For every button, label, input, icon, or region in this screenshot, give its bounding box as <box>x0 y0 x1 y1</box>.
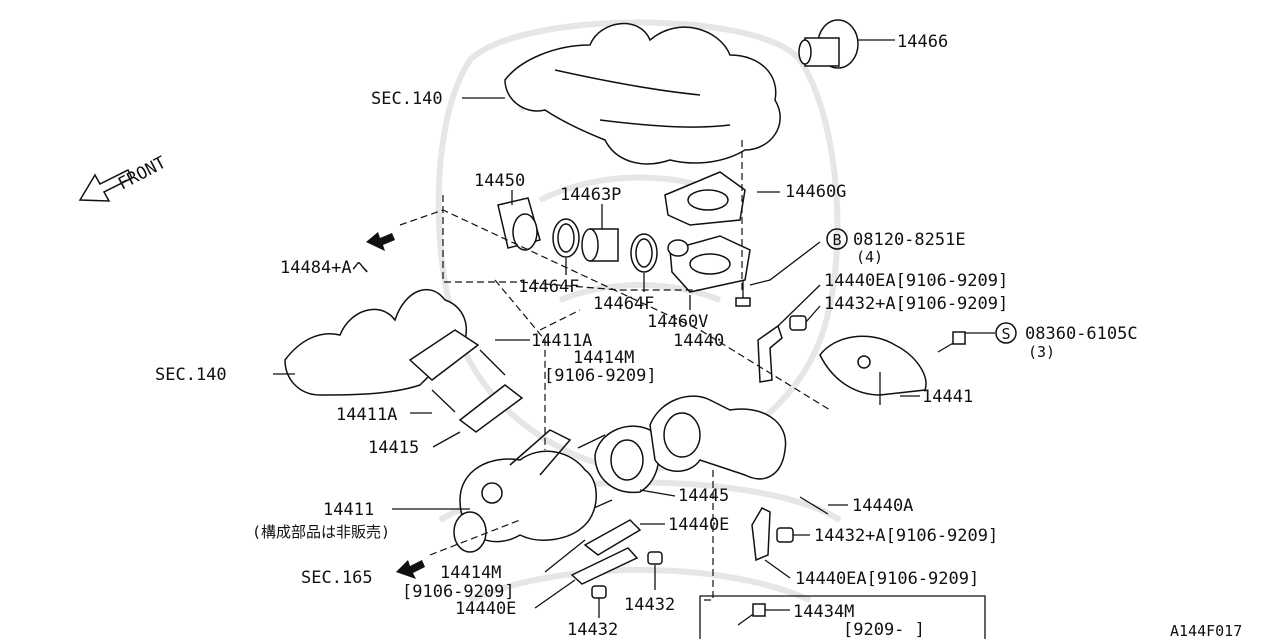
callout-14460V[interactable]: 14460V <box>647 312 708 332</box>
callout-14460G[interactable]: 14460G <box>785 182 846 202</box>
part-14440EA-bracket-bottom[interactable] <box>751 507 771 562</box>
part-14432A-nut-bottom[interactable] <box>776 527 794 543</box>
callout-08360-6105C-qty: (3) <box>1028 343 1055 361</box>
part-14414M-stud-top[interactable] <box>577 434 606 449</box>
arrow-to-14484A-icon <box>366 232 395 251</box>
part-14464F-clamp-left[interactable] <box>552 218 580 258</box>
callout-08360-6105C[interactable]: 08360-6105C <box>1025 324 1138 344</box>
part-14463P-tube[interactable] <box>581 228 619 262</box>
callout-14484A[interactable]: 14484+Aへ <box>280 258 369 278</box>
callout-sec140-top[interactable]: SEC.140 <box>371 89 443 109</box>
callout-14440A[interactable]: 14440A <box>852 496 913 516</box>
part-14415-gasket[interactable] <box>458 384 524 433</box>
callout-14414M-bottom-range: [9106-9209] <box>402 582 515 602</box>
callout-08120-8251E-qty: (4) <box>856 248 883 266</box>
callout-14464F-right[interactable]: 14464F <box>593 294 654 314</box>
callout-sec165[interactable]: SEC.165 <box>301 568 373 588</box>
part-14464F-clamp-right[interactable] <box>630 233 658 273</box>
front-arrow-icon <box>78 168 134 202</box>
callout-08120-8251E[interactable]: 08120-8251E <box>853 230 966 250</box>
callout-14440EA-top[interactable]: 14440EA[9106-9209] <box>824 271 1008 291</box>
callout-14434M-range: [9209- ] <box>843 620 925 639</box>
callout-14411-note: (構成部品は非販売) <box>252 523 390 541</box>
assembly-dashed-lines <box>399 140 831 601</box>
callout-14440EA-bottom[interactable]: 14440EA[9106-9209] <box>795 569 979 589</box>
part-14440E-bracket-bottom[interactable] <box>570 547 639 585</box>
callout-14463P[interactable]: 14463P <box>560 185 621 205</box>
screw-08360-6105C[interactable] <box>937 331 966 353</box>
callout-14450[interactable]: 14450 <box>474 171 525 191</box>
part-14440E-bracket-right[interactable] <box>583 519 642 556</box>
callout-14440[interactable]: 14440 <box>673 331 724 351</box>
callout-14414M-top-range: [9106-9209] <box>544 366 657 386</box>
bolt-08120-8251E[interactable] <box>735 280 751 307</box>
callout-14414M-bottom[interactable]: 14414M <box>440 563 501 583</box>
callout-14432A-top[interactable]: 14432+A[9106-9209] <box>824 294 1008 314</box>
exhaust-manifold-left[interactable] <box>284 289 480 396</box>
part-14460V-flange[interactable] <box>667 235 751 293</box>
callout-14432A-bottom[interactable]: 14432+A[9106-9209] <box>814 526 998 546</box>
part-14440A-stud[interactable] <box>799 496 829 515</box>
front-label: FRONT <box>115 153 170 195</box>
callout-14466[interactable]: 14466 <box>897 32 948 52</box>
callout-14432-bottom[interactable]: 14432 <box>567 620 618 640</box>
callout-14464F-left[interactable]: 14464F <box>518 277 579 297</box>
screw-s-circle-icon <box>995 322 1017 344</box>
part-14432-nut-right[interactable] <box>647 551 663 565</box>
part-14411A-stud-top[interactable] <box>479 349 506 376</box>
callout-14432-right[interactable]: 14432 <box>624 595 675 615</box>
callout-14411A-top[interactable]: 14411A <box>531 331 592 351</box>
callout-sec140-left[interactable]: SEC.140 <box>155 365 227 385</box>
part-14411-turbocharger[interactable] <box>453 429 597 553</box>
callout-14440E-right[interactable]: 14440E <box>668 515 729 535</box>
callout-14415[interactable]: 14415 <box>368 438 419 458</box>
bolt-b-letter: B <box>832 231 841 249</box>
callout-14440E-bottom[interactable]: 14440E <box>455 599 516 619</box>
screw-s-letter: S <box>1001 325 1010 343</box>
bolt-b-circle-icon <box>826 228 848 250</box>
arrow-to-sec165-icon <box>396 560 425 579</box>
part-14460G-gasket[interactable] <box>664 171 746 226</box>
part-14445-gasket[interactable] <box>594 425 660 494</box>
p14434M-variant-box <box>699 595 986 639</box>
intake-manifold-top[interactable] <box>504 23 781 165</box>
callout-14414M-top[interactable]: 14414M <box>573 348 634 368</box>
callout-14411A-left[interactable]: 14411A <box>336 405 397 425</box>
callout-14445[interactable]: 14445 <box>678 486 729 506</box>
callout-14434M[interactable]: 14434M <box>793 602 854 622</box>
part-14432-nut-bottom[interactable] <box>591 585 607 599</box>
part-14441-heat-shield[interactable] <box>819 335 927 405</box>
callout-14411[interactable]: 14411 <box>323 500 374 520</box>
part-14440-outlet[interactable] <box>649 395 787 480</box>
diagram-code: A144F017 <box>1170 622 1242 639</box>
part-14450-hose[interactable] <box>497 197 541 251</box>
callout-14441[interactable]: 14441 <box>922 387 973 407</box>
part-14411A-stud-left[interactable] <box>431 389 456 413</box>
part-14434M-bolt[interactable] <box>737 603 766 626</box>
part-14432A-nut-top[interactable] <box>789 315 807 331</box>
part-14466-cap[interactable] <box>798 19 895 69</box>
leader-lines <box>273 97 995 618</box>
